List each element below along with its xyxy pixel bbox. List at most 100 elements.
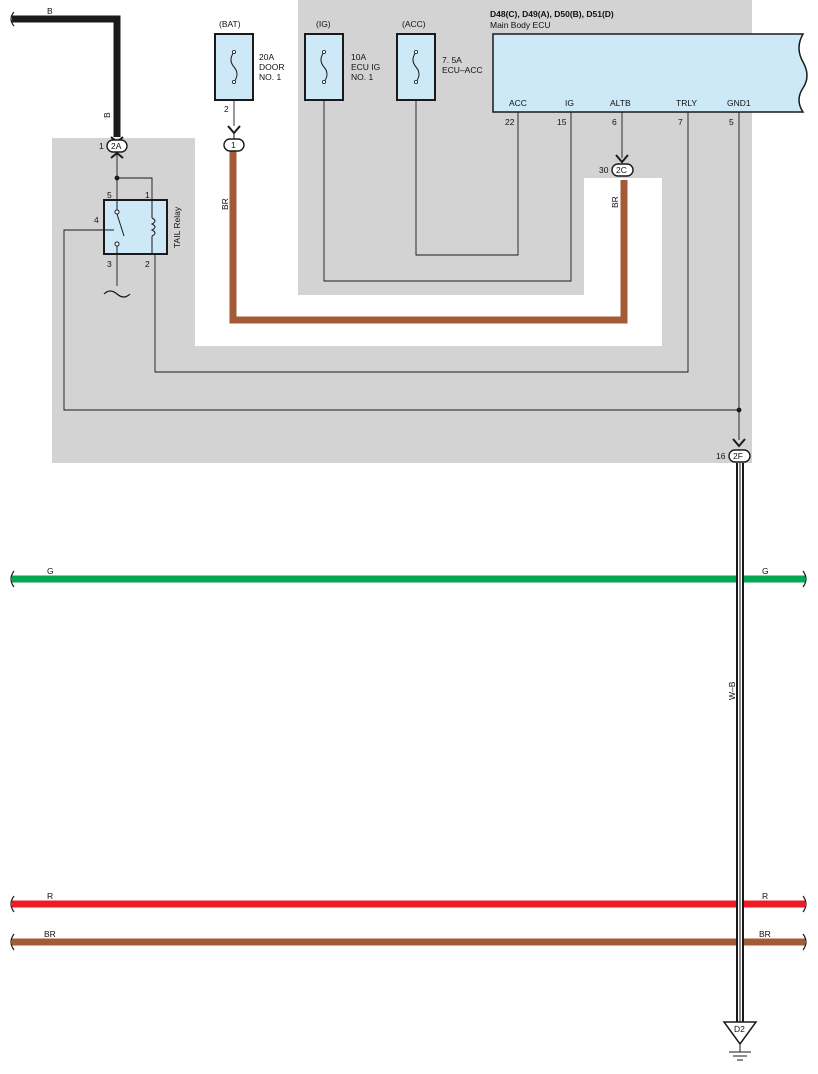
fuse-door-source: (BAT)	[219, 19, 241, 29]
ecu-pin-gnd1: 5	[729, 117, 734, 127]
junction-dot-relay	[114, 175, 120, 181]
ground-d2: D2	[722, 1021, 758, 1061]
connector-2c-pin: 30	[599, 165, 609, 175]
fuse-ecu-ig: (IG) 10A ECU IG NO. 1	[304, 19, 380, 101]
wire-ig	[323, 82, 572, 282]
fuse-door-name2: NO. 1	[259, 72, 281, 82]
ecu-terminal-gnd1-label: GND1	[727, 98, 751, 108]
ground-symbol-icon	[729, 1044, 751, 1061]
fuse-ecu-acc-terminal-bottom	[413, 80, 418, 85]
fuse-ecu-acc-source: (ACC)	[402, 19, 426, 29]
fuse-ecu-acc-rating: 7. 5A	[442, 55, 462, 65]
ecu-pin-acc: 22	[505, 117, 515, 127]
main-body-ecu: D48(C), D49(A), D50(B), D51(D) Main Body…	[490, 9, 808, 127]
fuse-ecu-acc-name1: ECU–ACC	[442, 65, 483, 75]
fuse-ecu-ig-name1: ECU IG	[351, 62, 380, 72]
break-mark-r-right	[802, 895, 807, 913]
fuse-door-terminal-top	[231, 50, 236, 55]
ground-id: D2	[734, 1024, 745, 1034]
connector-2f: 2F 16	[716, 438, 751, 463]
connector-2f-pin: 16	[716, 451, 726, 461]
connector-2c-arrow-icon	[615, 154, 629, 164]
wire-break-marks	[10, 11, 807, 951]
connector-2a-id: 2A	[111, 141, 122, 151]
fuse-door: (BAT) 20A DOOR NO. 1 2	[214, 19, 285, 114]
wire-label-wb: W–B	[727, 681, 737, 700]
connector-1-arrow-icon	[227, 125, 241, 135]
fuse-door-pin: 2	[224, 104, 229, 114]
fuse-ecu-acc: (ACC) 7. 5A ECU–ACC	[396, 19, 483, 101]
connector-2f-oval	[728, 449, 751, 463]
ecu-pin-trly: 7	[678, 117, 683, 127]
wire-acc	[415, 82, 519, 256]
fuse-ecu-acc-terminal-top	[413, 50, 418, 55]
fuse-ecu-ig-terminal-top	[321, 50, 326, 55]
ecu-codes: D48(C), D49(A), D50(B), D51(D)	[490, 9, 614, 19]
fuse-ecu-ig-name2: NO. 1	[351, 72, 373, 82]
junction-dot-ground	[736, 407, 742, 413]
break-mark-g-left	[10, 570, 15, 588]
shaded-region-upper	[52, 0, 752, 463]
connector-2c: 2C 30	[599, 154, 634, 177]
wire-label-g-right: G	[762, 566, 769, 576]
tail-relay-box	[103, 199, 168, 255]
connector-2a-arrow-lower-icon	[110, 151, 124, 159]
break-mark-br-left	[10, 933, 15, 951]
connector-1-id: 1	[231, 140, 236, 150]
fuse-ecu-ig-terminal-bottom	[321, 80, 326, 85]
break-mark-r-left	[10, 895, 15, 913]
ecu-terminal-trly-label: TRLY	[676, 98, 697, 108]
connector-2a-oval	[106, 139, 128, 153]
wire-relay-top	[116, 154, 153, 200]
ecu-terminal-altb-label: ALTB	[610, 98, 631, 108]
tail-relay: TAIL Relay 5 1 4 3 2	[94, 190, 182, 269]
wire-label-br-bus-left: BR	[44, 929, 56, 939]
ecu-terminal-ig-label: IG	[565, 98, 574, 108]
relay-pin-2: 2	[145, 259, 150, 269]
connector-2a: 2A 1	[99, 136, 128, 159]
shaded-regions	[52, 0, 752, 463]
wire-label-br-right: BR	[610, 196, 620, 208]
connector-2f-arrow-icon	[732, 438, 746, 448]
wire-label-b-vertical: B	[102, 112, 112, 118]
connector-2a-pin: 1	[99, 141, 104, 151]
wire-labels: B B BR BR W–B G G R R BR BR	[44, 6, 771, 939]
wire-br-altb-loop	[229, 151, 628, 324]
wire-b-black	[12, 15, 121, 137]
ecu-pin-altb: 6	[612, 117, 617, 127]
tail-relay-name: TAIL Relay	[172, 206, 182, 248]
ecu-name: Main Body ECU	[490, 20, 550, 30]
fuse-door-symbol	[230, 51, 238, 83]
wire-label-g-left: G	[47, 566, 54, 576]
ecu-terminal-acc-label: ACC	[509, 98, 527, 108]
fuse-ecu-ig-rating: 10A	[351, 52, 366, 62]
ground-triangle-icon	[722, 1021, 758, 1046]
fuse-door-rating: 20A	[259, 52, 274, 62]
fuse-ecu-acc-symbol	[412, 51, 420, 83]
relay-pin-3: 3	[107, 259, 112, 269]
fuse-ecu-ig-symbol	[320, 51, 328, 83]
connector-1: 1	[223, 125, 245, 152]
wire-relay-4-ground	[63, 229, 739, 411]
connector-2f-id: 2F	[733, 451, 743, 461]
connector-2c-id: 2C	[616, 165, 627, 175]
break-mark-g-right	[802, 570, 807, 588]
connector-2c-oval	[611, 163, 634, 177]
thick-wires	[12, 15, 805, 1022]
wire-label-br-bus-right: BR	[759, 929, 771, 939]
relay-coil-icon	[150, 200, 156, 254]
wire-label-r-left: R	[47, 891, 53, 901]
break-mark-b	[10, 11, 15, 27]
relay-pin-5: 5	[107, 190, 112, 200]
ecu-box	[492, 33, 808, 113]
relay-pin-1: 1	[145, 190, 150, 200]
break-mark-relay-3	[103, 290, 131, 298]
fuse-ecu-ig-source: (IG)	[316, 19, 331, 29]
relay-pin-4: 4	[94, 215, 99, 225]
break-mark-br-right	[802, 933, 807, 951]
fuse-door-terminal-bottom	[231, 80, 236, 85]
ecu-pin-ig: 15	[557, 117, 567, 127]
wire-label-br-left: BR	[220, 198, 230, 210]
wire-label-b-top: B	[47, 6, 53, 16]
